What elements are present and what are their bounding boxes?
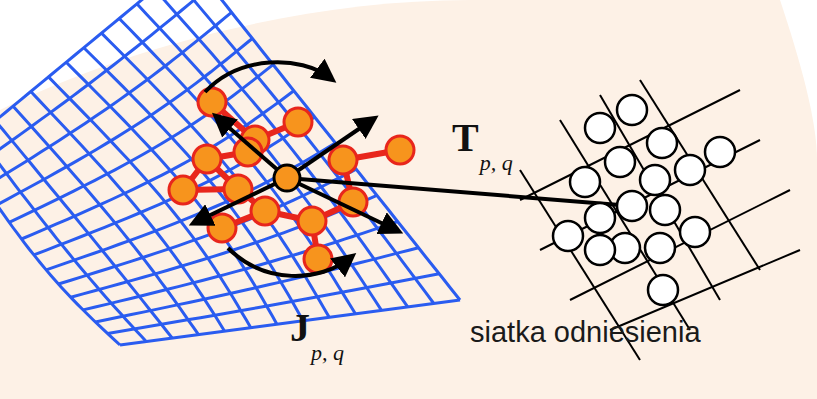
reference-atom [585, 235, 615, 265]
grid-line [0, 150, 120, 345]
reference-atoms [553, 95, 735, 305]
bonds [183, 102, 400, 259]
tensor-symbol: J [290, 308, 310, 348]
reference-atom [680, 217, 710, 247]
reference-atom [705, 137, 735, 167]
grid-line [84, 48, 303, 321]
reference-atom [553, 221, 583, 251]
atom [298, 207, 326, 235]
grid-line [119, 19, 355, 314]
reference-grid-label: siatka odniesienia [470, 318, 701, 347]
grid-line [600, 95, 720, 300]
grid-line [190, 0, 460, 300]
atom [329, 146, 357, 174]
reference-atom [585, 113, 615, 143]
grid-line [31, 92, 225, 332]
reference-atom [645, 233, 675, 263]
reference-atom [570, 167, 600, 197]
atom [198, 88, 226, 116]
reference-atom [647, 128, 677, 158]
grid-line [640, 80, 760, 270]
atom [386, 136, 414, 164]
center-atom [274, 165, 300, 191]
deformed-grid [0, 0, 460, 345]
reference-atom [617, 191, 647, 221]
grid-line [22, 91, 294, 239]
atom [208, 214, 236, 242]
reference-atom [585, 203, 615, 233]
grid-line [59, 169, 357, 284]
reference-atom [605, 147, 635, 177]
grid-line [46, 143, 335, 270]
atom [284, 108, 312, 136]
subscript: p, q [480, 152, 513, 174]
atom [193, 145, 221, 173]
reference-atom [650, 195, 680, 225]
atoms [169, 88, 414, 273]
reference-atom [675, 155, 705, 185]
tensor-symbol: T [452, 118, 479, 158]
grid-line [520, 90, 740, 200]
grid-line [172, 0, 434, 303]
atom [169, 176, 197, 204]
grid-line [66, 62, 277, 324]
subscript: p, q [311, 342, 344, 364]
reference-atom [640, 165, 670, 195]
grid-line [34, 117, 315, 255]
grid-line [13, 106, 198, 334]
atom [251, 197, 279, 225]
reference-atom [617, 95, 647, 125]
grid-line [570, 190, 790, 300]
reference-atom [648, 275, 678, 305]
atom [339, 188, 367, 216]
motion-arrows [196, 62, 396, 276]
